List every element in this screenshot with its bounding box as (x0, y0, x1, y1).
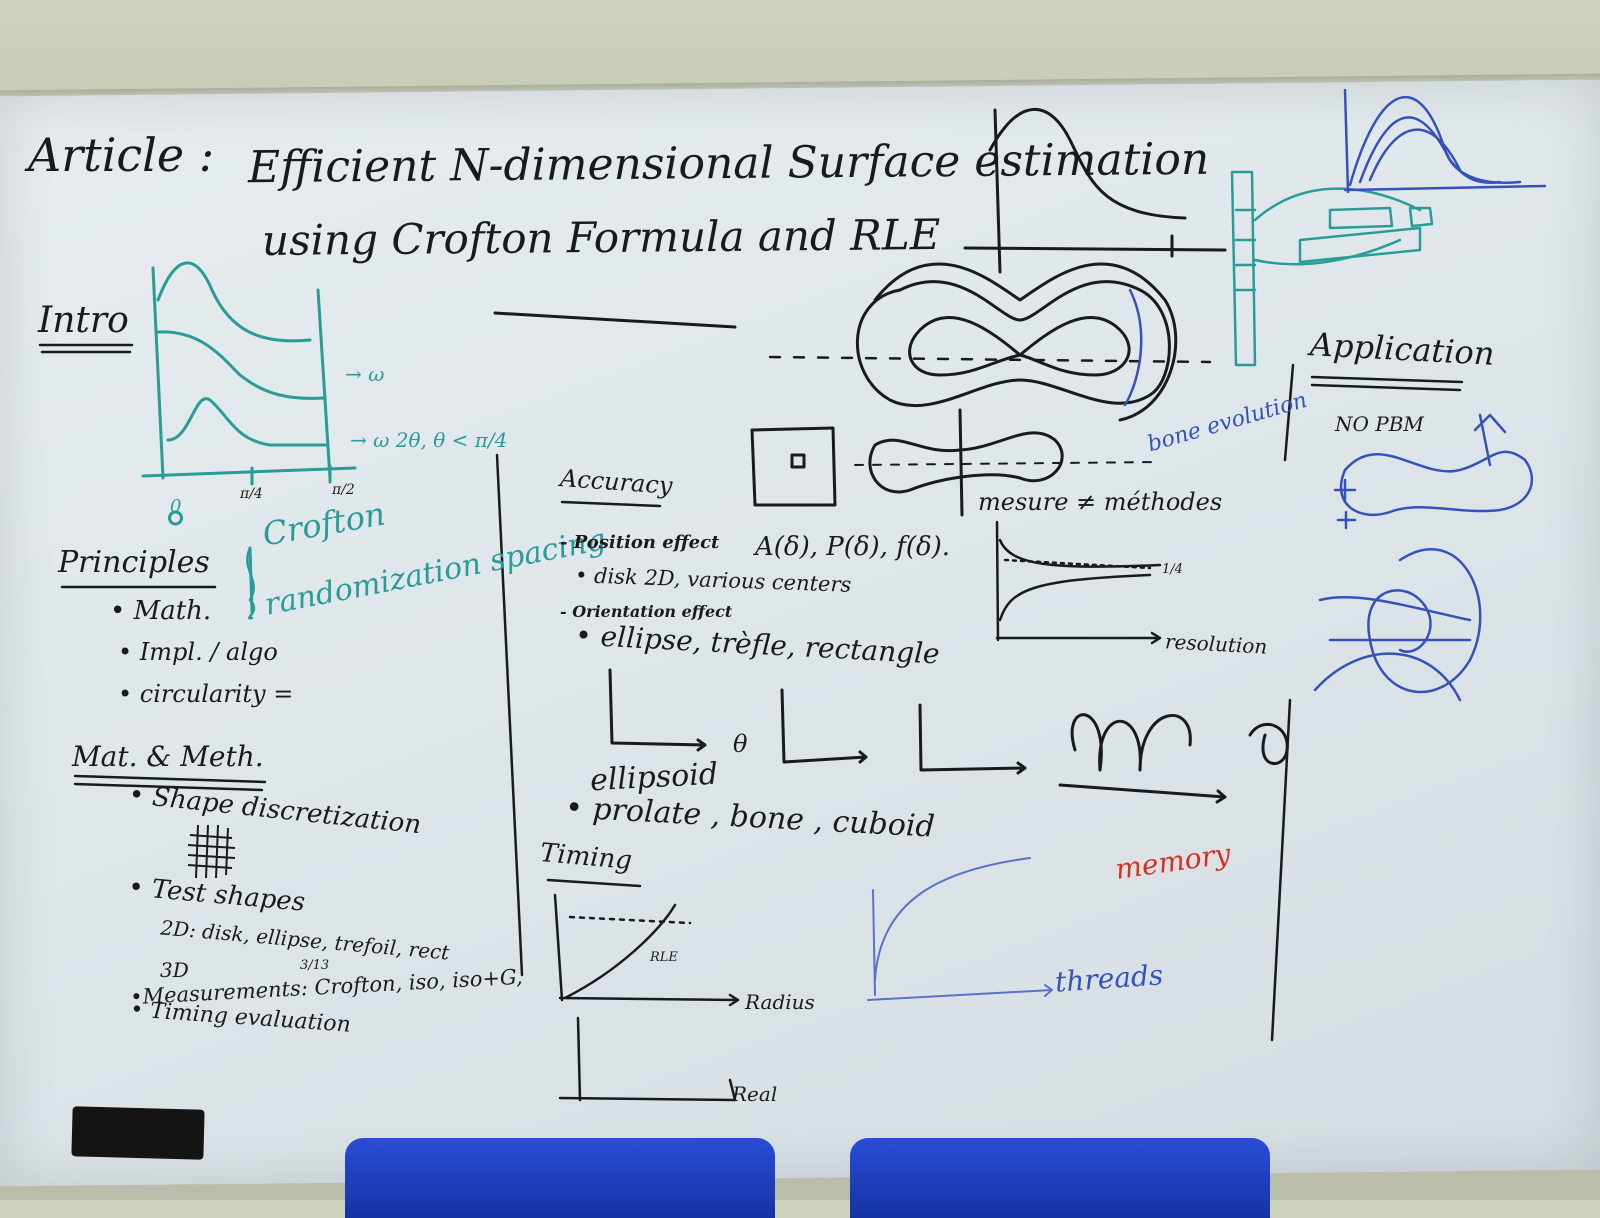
measurements-sup: 3/13 (300, 958, 330, 973)
application-sketches (1313, 413, 1534, 702)
intro-heading: Intro (38, 300, 129, 341)
intro-tick-zero: 0 (170, 496, 182, 517)
rle-label: RLE (650, 950, 678, 965)
principles-item-circularity: • circularity = (118, 680, 294, 708)
title-prefix: Article : (28, 128, 215, 182)
orientation-axes (608, 668, 1289, 804)
principles-item-math: • Math. (110, 596, 212, 626)
mesure-methodes: mesure ≠ méthodes (978, 488, 1223, 516)
radius-label: Radius (745, 990, 815, 1014)
teal-sketch (1230, 170, 1434, 367)
theta-label: θ (733, 730, 748, 758)
heading-underlines (38, 343, 1464, 888)
no-pbm-label: NO PBM (1335, 412, 1424, 436)
mat-meth-heading: Mat. & Meth. (72, 740, 264, 773)
principles-item-impl: • Impl. / algo (118, 638, 278, 666)
grid-and-bone (750, 408, 1161, 517)
intro-omega-label: → ω (345, 362, 385, 386)
accuracy-formula: A(δ), P(δ), f(δ). (755, 532, 951, 562)
gaussian-plot (1343, 88, 1547, 194)
intro-plot (141, 261, 357, 614)
intro-tick-pi2: π/2 (332, 482, 355, 498)
real-label: Real (732, 1082, 778, 1106)
chair-right (850, 1138, 1270, 1218)
intro-tick-pi4: π/4 (240, 486, 263, 502)
intro-theta-label: → ω 2θ, θ < π/4 (350, 428, 508, 452)
orientation-effect: - Orientation effect (560, 602, 733, 621)
resolution-plot (995, 520, 1162, 645)
principles-heading: Principles (58, 545, 210, 580)
timing-plots (553, 893, 740, 1102)
board-eraser (71, 1106, 205, 1160)
figure-eight-contours (493, 262, 1212, 422)
peak-plot (963, 107, 1227, 274)
threads-plot (867, 857, 1053, 1001)
chair-left (345, 1138, 775, 1218)
position-effect: - Position effect (560, 532, 720, 553)
one-over-four: 1/4 (1162, 562, 1183, 577)
column-dividers (495, 363, 1295, 1042)
teal-brace (246, 546, 256, 620)
blue-contour (1123, 288, 1143, 407)
test-shapes-3d: 3D (160, 958, 189, 982)
